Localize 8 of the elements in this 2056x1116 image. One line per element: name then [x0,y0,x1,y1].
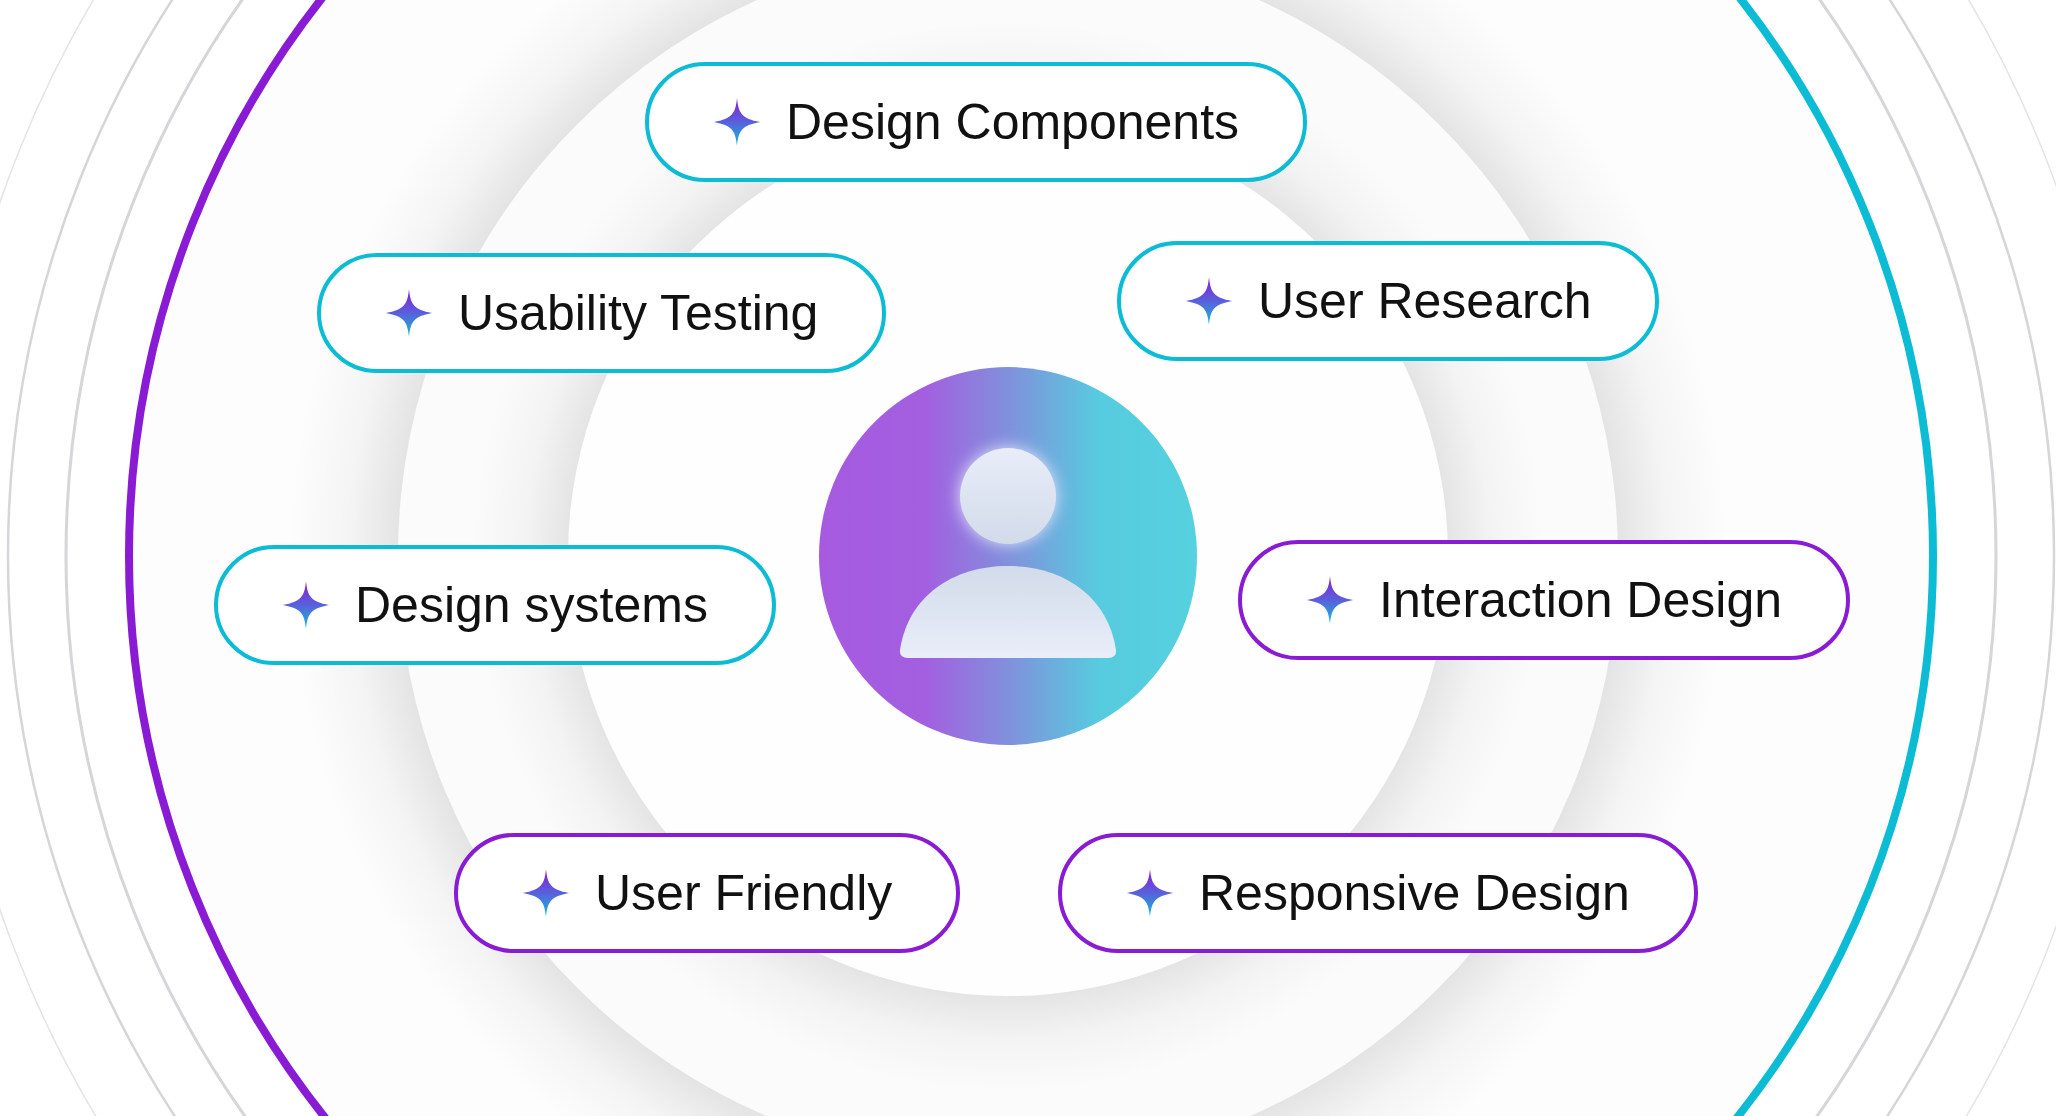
tag-label: Usability Testing [458,284,819,343]
tag-label: User Friendly [595,864,893,923]
tag-label: Design Components [786,93,1240,152]
tag-label: Responsive Design [1199,864,1630,923]
tag-label: User Research [1258,272,1592,331]
tag-label: Interaction Design [1379,571,1782,630]
avatar-icon [819,367,1197,745]
tag-label: Design systems [355,576,708,635]
